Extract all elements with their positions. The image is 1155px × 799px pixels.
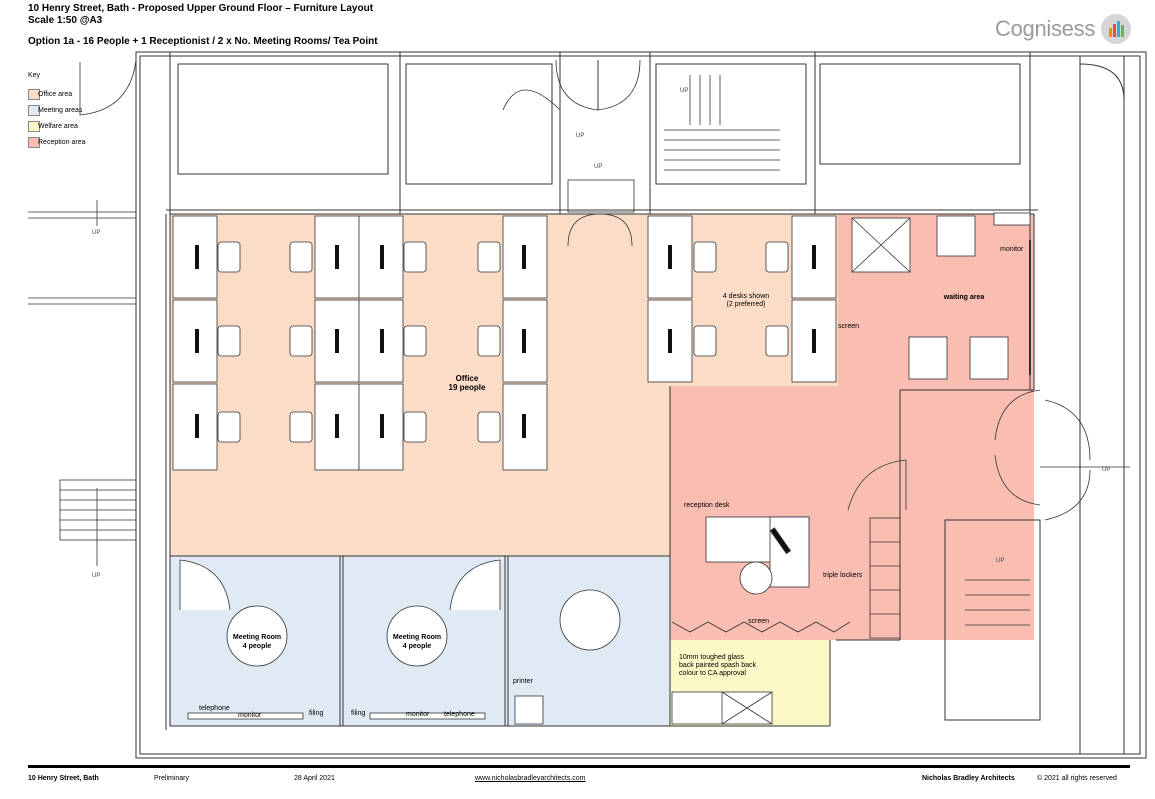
glass-screen xyxy=(671,621,851,633)
key-title: Key xyxy=(28,72,41,79)
meeting-room-1-people: 4 people xyxy=(243,643,272,650)
printer-label: printer xyxy=(513,678,534,685)
colour-key: Key Office area Meeting areas Welfare ar… xyxy=(28,72,85,150)
waiting-area-label: waiting area xyxy=(943,294,985,301)
logo-text: Cognisess xyxy=(995,16,1096,41)
stair-up-label: UP xyxy=(594,164,602,170)
entrance-doors xyxy=(847,389,1130,639)
logo-mark-icon xyxy=(1101,14,1132,44)
stair-up-label: UP xyxy=(996,558,1004,564)
meeting-room-1-label: Meeting Room xyxy=(233,634,281,641)
stair-up-label: UP xyxy=(576,133,584,139)
key-label: Reception area xyxy=(38,138,86,146)
key-swatch xyxy=(28,88,40,100)
footer-architect: Nicholas Bradley Architects xyxy=(922,775,1015,782)
desk-monitors xyxy=(195,245,816,438)
glass-note-line-2: back painted spash back xyxy=(679,662,757,669)
drawing-scale: Scale 1:50 @A3 xyxy=(28,15,103,26)
meeting-tables xyxy=(179,559,773,725)
key-item-office: Office area xyxy=(28,86,85,102)
key-label: Welfare area xyxy=(38,122,78,130)
screen-label: screen xyxy=(748,618,769,625)
key-item-meeting: Meeting areas xyxy=(28,102,85,118)
footer-address: 10 Henry Street, Bath xyxy=(28,775,99,782)
stair-up-label: UP xyxy=(92,230,100,236)
glass-note-line-1: 10mm toughed glass xyxy=(679,654,744,661)
filing-label: filing xyxy=(309,710,324,717)
drawing-title: 10 Henry Street, Bath - Proposed Upper G… xyxy=(28,3,374,14)
floor-plan: UP UP UP UP UP xyxy=(28,51,1147,759)
meeting-room-2-people: 4 people xyxy=(403,643,432,650)
filing-label: filing xyxy=(351,710,366,717)
waiting-furniture xyxy=(851,212,1031,380)
stair-up-label: UP xyxy=(680,88,688,94)
key-label: Office area xyxy=(38,90,73,98)
footer-rule xyxy=(28,765,1130,768)
layout-option-title: Option 1a - 16 People + 1 Receptionist /… xyxy=(28,36,378,47)
key-swatch xyxy=(28,104,40,116)
triple-lockers-label: triple lockers xyxy=(823,572,863,579)
reception-desk-label: reception desk xyxy=(684,502,730,509)
stair-core xyxy=(502,59,780,247)
monitor-label: monitor xyxy=(1000,246,1024,253)
key-label: Meeting areas xyxy=(38,106,83,114)
glass-note-line-3: colour to CA approval xyxy=(679,670,746,677)
office-chairs xyxy=(217,241,789,443)
monitor-label: monitor xyxy=(238,712,262,719)
screen-label: screen xyxy=(838,323,859,330)
key-swatch xyxy=(28,136,40,148)
desks-preferred-label: (2 preferred) xyxy=(727,301,766,308)
office-label: Office xyxy=(456,374,479,383)
monitor-label: monitor xyxy=(406,711,430,718)
key-item-welfare: Welfare area xyxy=(28,118,85,134)
key-item-reception: Reception area xyxy=(28,134,85,150)
cognisess-logo: Cognisess xyxy=(995,10,1132,48)
office-people-label: 19 people xyxy=(449,383,486,392)
telephone-label: telephone xyxy=(444,711,475,718)
stair-up-label: UP xyxy=(92,573,100,579)
stair-up-label: UP xyxy=(1102,467,1110,473)
reception-desk-shape xyxy=(705,516,810,595)
footer-status: Preliminary xyxy=(154,775,190,782)
desks-shown-label: 4 desks shown xyxy=(723,293,769,300)
left-stair-area xyxy=(28,59,137,566)
footer-website-link[interactable]: www.nicholasbradleyarchitects.com xyxy=(475,775,586,782)
meeting-room-2-label: Meeting Room xyxy=(393,634,441,641)
footer-date: 28 April 2021 xyxy=(294,775,335,782)
footer-copyright: © 2021 all rights reserved xyxy=(1037,775,1117,782)
key-swatch xyxy=(28,120,40,132)
telephone-label: telephone xyxy=(199,705,230,712)
